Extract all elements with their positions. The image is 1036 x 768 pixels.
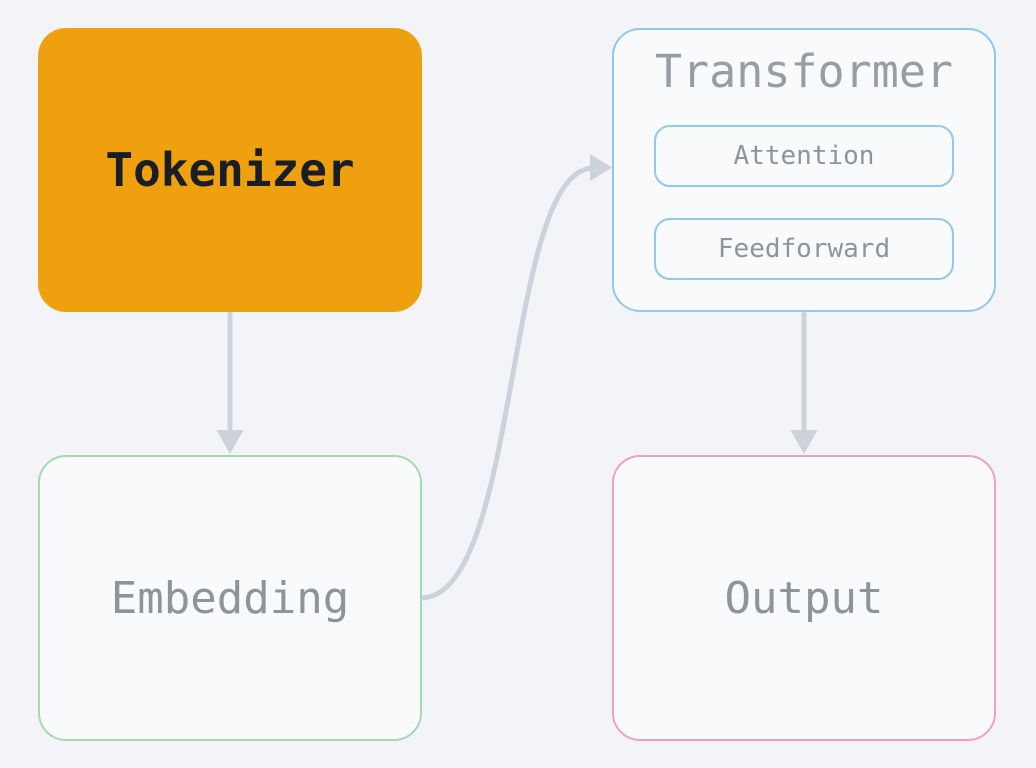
attention-label: Attention (733, 141, 875, 171)
arrow-tokenizer-to-embedding (216, 311, 244, 454)
arrow-embedding-to-transformer (419, 154, 612, 601)
feedforward-label: Feedforward (717, 234, 891, 264)
arrowhead-right-icon (590, 154, 612, 181)
attention-subnode: Attention (654, 125, 954, 187)
transformer-node: Transformer Attention Feedforward (612, 28, 996, 312)
transformer-title: Transformer (655, 45, 954, 98)
arrowhead-down-icon (790, 430, 818, 454)
embedding-node: Embedding (38, 455, 422, 741)
output-label: Output (724, 572, 884, 624)
tokenizer-label: Tokenizer (105, 143, 355, 197)
tokenizer-node: Tokenizer (38, 28, 422, 312)
embedding-label: Embedding (110, 572, 350, 624)
feedforward-subnode: Feedforward (654, 218, 954, 280)
arrow-transformer-to-output (790, 311, 818, 454)
output-node: Output (612, 455, 996, 741)
arrowhead-down-icon (216, 430, 244, 454)
arrow-shaft (419, 165, 595, 601)
